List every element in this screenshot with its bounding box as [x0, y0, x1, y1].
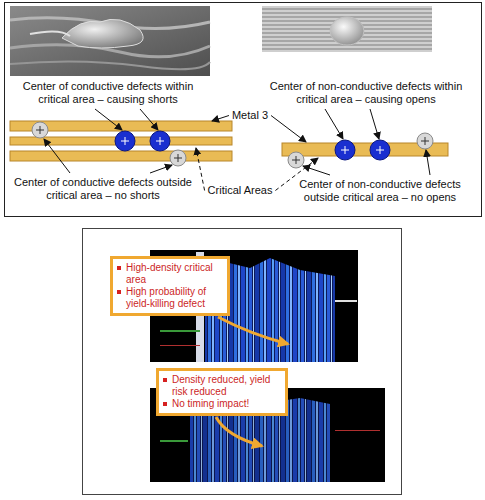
- conductive-defect: [115, 131, 170, 151]
- annotation-label: Center of conductive defects within crit…: [8, 80, 208, 106]
- leader-line: [95, 109, 122, 130]
- leader-line: [303, 166, 330, 175]
- callout-arrow: [216, 417, 262, 446]
- leader-line: [44, 139, 70, 173]
- bullet-mark: [117, 266, 121, 270]
- annotation-label: Critical Areas: [208, 184, 273, 197]
- callout-text: Density reduced, yield risk reduced: [172, 374, 280, 398]
- leader-line: [271, 116, 306, 143]
- bullet-item: High probability of yield-killing defect: [117, 286, 222, 310]
- leader-line: [196, 148, 205, 191]
- leader-line: [140, 109, 158, 130]
- leader-line: [370, 109, 379, 139]
- bullet-item: High-density critical area: [117, 262, 222, 286]
- callout-arrow: [218, 317, 288, 344]
- leader-line: [426, 150, 430, 175]
- callout-text: No timing impact!: [172, 398, 249, 410]
- bullet-item: No timing impact!: [163, 398, 280, 410]
- bullet-mark: [163, 402, 167, 406]
- annotation-label: Center of non-conductive defects within …: [266, 80, 466, 106]
- annotation-label: Center of conductive defects outside cri…: [8, 176, 198, 202]
- panel-border: [5, 3, 482, 217]
- non-conductive-defect: [335, 140, 390, 160]
- harmless-defect: [32, 122, 433, 168]
- leader-line: [212, 116, 229, 122]
- bullet-mark: [117, 290, 121, 294]
- bullet-mark: [163, 378, 167, 382]
- callout-box: Density reduced, yield risk reducedNo ti…: [156, 368, 288, 416]
- metal-lines-left: [10, 121, 232, 161]
- leader-line: [150, 165, 172, 173]
- panel-border: [83, 229, 402, 495]
- callout-box: High-density critical areaHigh probabili…: [110, 256, 230, 316]
- bullet-item: Density reduced, yield risk reduced: [163, 374, 280, 398]
- callout-text: High probability of yield-killing defect: [126, 286, 222, 310]
- sem-photo-open: [262, 6, 432, 52]
- annotation-label: Metal 3: [232, 109, 268, 122]
- sem-photo-short: [10, 6, 210, 76]
- callout-text: High-density critical area: [126, 262, 222, 286]
- leader-line: [325, 109, 343, 139]
- annotation-label: Center of non-conductive defects outside…: [284, 178, 476, 204]
